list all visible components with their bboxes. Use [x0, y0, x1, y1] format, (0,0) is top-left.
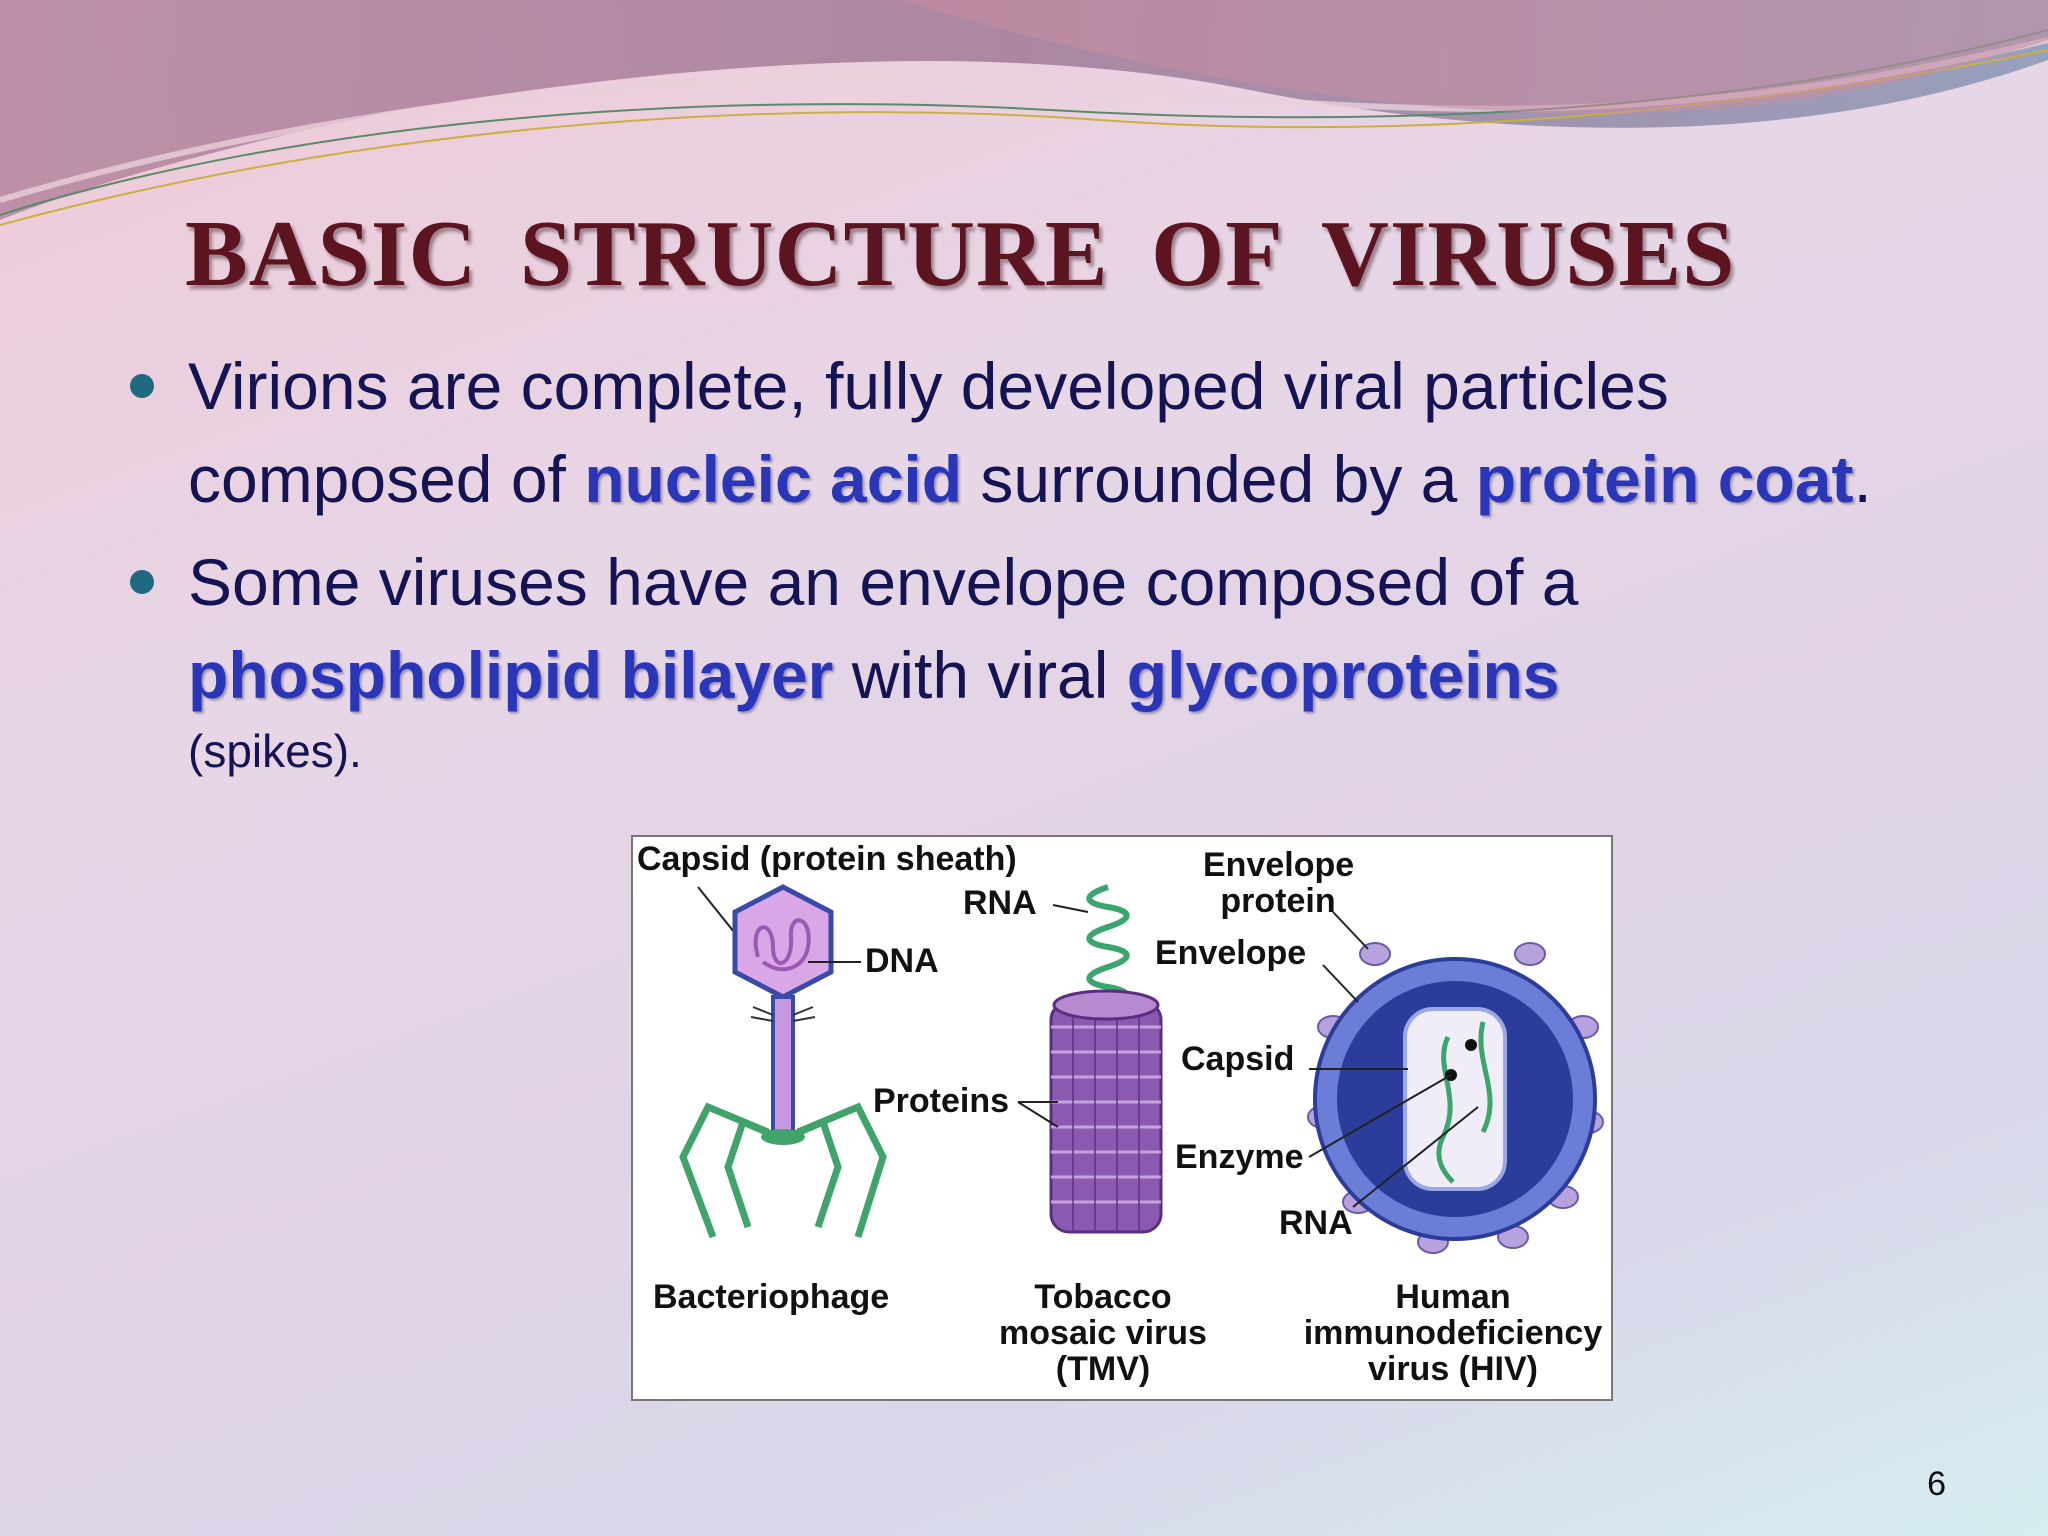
label-enzyme: Enzyme	[1175, 1138, 1304, 1176]
header-wave-decoration	[0, 0, 2048, 226]
caption-tmv-line3: (TMV)	[1055, 1350, 1151, 1388]
label-envelope: Envelope	[1155, 934, 1307, 972]
label-envelope-protein-line2: protein	[1220, 882, 1336, 920]
bullet2-text-2: with viral	[833, 638, 1127, 712]
caption-tmv-line1: Tobacco	[1034, 1278, 1172, 1316]
caption-bacteriophage: Bacteriophage	[653, 1278, 890, 1316]
tmv-illustration	[1017, 884, 1163, 1234]
label-capsid: Capsid	[1181, 1040, 1295, 1078]
bullet2-spikes-note: (spikes).	[188, 725, 362, 777]
hiv-illustration	[1307, 911, 1604, 1254]
highlight-phospholipid-bilayer: phospholipid bilayer	[188, 638, 834, 712]
bullet1-text-2: surrounded by a	[962, 442, 1476, 516]
bullet2-text-1: Some viruses have an envelope composed o…	[188, 545, 1579, 619]
bullet-dot-icon	[130, 374, 154, 398]
slide-title: BASIC STRUCTURE OF VIRUSES	[185, 202, 1736, 306]
label-rna-hiv: RNA	[1279, 1204, 1353, 1242]
caption-hiv-line1: Human	[1395, 1278, 1511, 1316]
bacteriophage-illustration	[679, 884, 887, 1239]
label-capsid-protein-sheath: Capsid (protein sheath)	[637, 840, 1017, 878]
virus-diagram	[679, 884, 1604, 1254]
highlight-glycoproteins: glycoproteins	[1126, 638, 1560, 712]
label-envelope-protein-line1: Envelope	[1203, 846, 1355, 884]
highlight-nucleic-acid: nucleic acid	[584, 442, 963, 516]
caption-hiv-line3: virus (HIV)	[1367, 1350, 1539, 1388]
label-dna: DNA	[865, 942, 939, 980]
page-number: 6	[1927, 1465, 1946, 1503]
caption-tmv-line2: mosaic virus	[999, 1314, 1207, 1352]
bullet1-text-1: Virions are complete, fully developed vi…	[188, 349, 1669, 516]
bullet1-text-3: .	[1853, 442, 1872, 516]
bullet-list: Virions are complete, fully developed vi…	[130, 340, 1890, 780]
label-rna-tmv: RNA	[963, 884, 1037, 922]
highlight-protein-coat: protein coat	[1475, 442, 1854, 516]
bullet-item-2: Some viruses have an envelope composed o…	[130, 536, 1890, 780]
label-proteins: Proteins	[873, 1082, 1010, 1120]
virus-structure-figure: Capsid (protein sheath) RNA DNA Proteins…	[631, 835, 1613, 1401]
caption-hiv-line2: immunodeficiency	[1303, 1314, 1603, 1352]
bullet-item-1: Virions are complete, fully developed vi…	[130, 340, 1890, 526]
bullet-dot-icon	[130, 570, 154, 594]
